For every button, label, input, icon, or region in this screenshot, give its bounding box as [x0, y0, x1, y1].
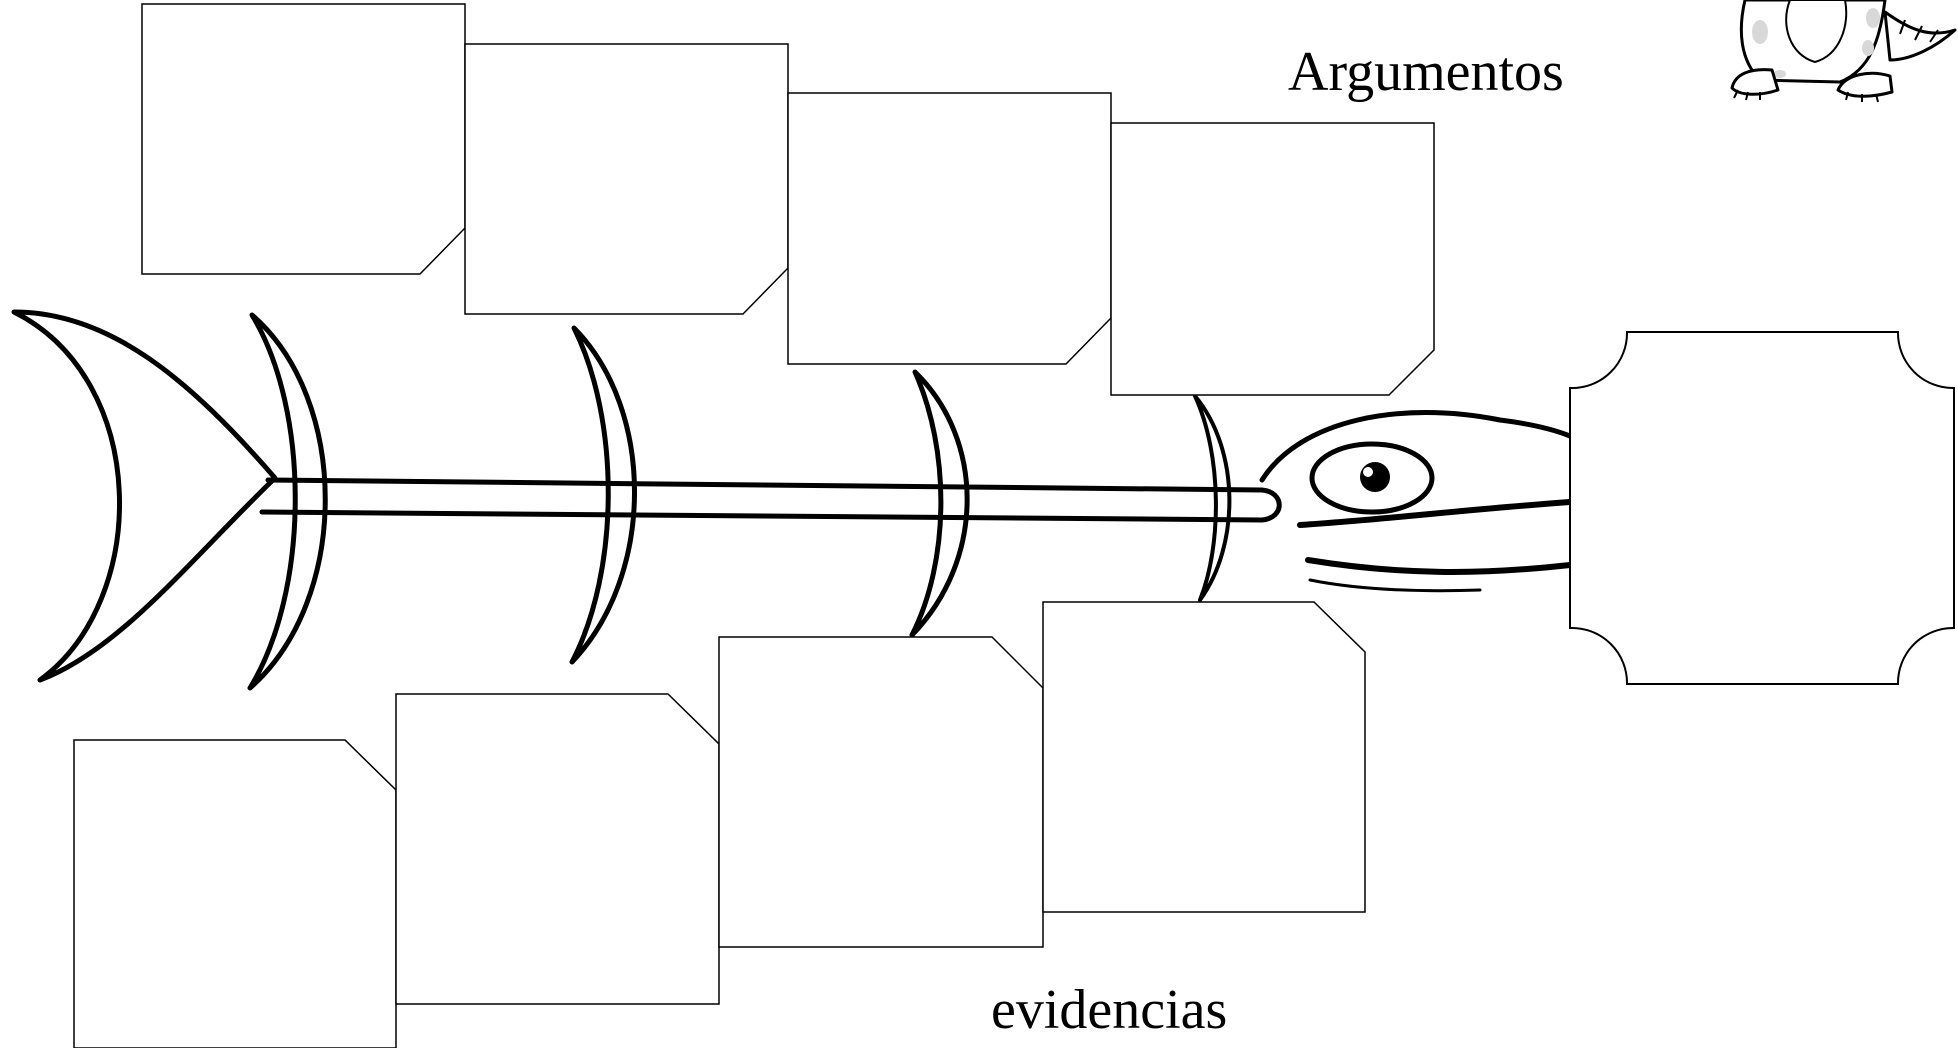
fish-eye [1309, 441, 1435, 515]
argument-box-2[interactable] [464, 43, 789, 315]
fish-head-lower-mouth [1305, 557, 1573, 575]
fish-spine [259, 477, 1282, 523]
fish-icon [11, 309, 1573, 691]
evidence-box-3[interactable] [718, 636, 1044, 948]
fish-pupil [1360, 462, 1390, 492]
argument-box-4[interactable] [1110, 122, 1435, 396]
evidence-boxes [73, 601, 1366, 1048]
cartoon-dinosaur-icon [1730, 0, 1957, 103]
fish-pupil-shine [1363, 467, 1373, 477]
argument-boxes [141, 3, 1435, 396]
fish-rib-1 [247, 312, 328, 691]
fish-rib-4 [1193, 394, 1232, 602]
arguments-title: Argumentos [1288, 41, 1564, 103]
evidence-box-2[interactable] [395, 693, 720, 1005]
evidence-title: evidencias [991, 979, 1228, 1041]
fish-head [1259, 410, 1573, 483]
argument-box-1[interactable] [141, 3, 466, 275]
fish-rib-3 [909, 369, 970, 638]
evidence-box-4[interactable] [1042, 601, 1366, 913]
fish-head-upper-mouth [1297, 499, 1573, 528]
fish-rib-2 [569, 325, 637, 665]
conclusion-box[interactable] [1569, 331, 1955, 685]
fish-tail [11, 309, 278, 683]
evidence-box-1[interactable] [73, 739, 397, 1048]
fish-head-chin [1308, 578, 1482, 593]
argument-box-3[interactable] [787, 92, 1112, 365]
